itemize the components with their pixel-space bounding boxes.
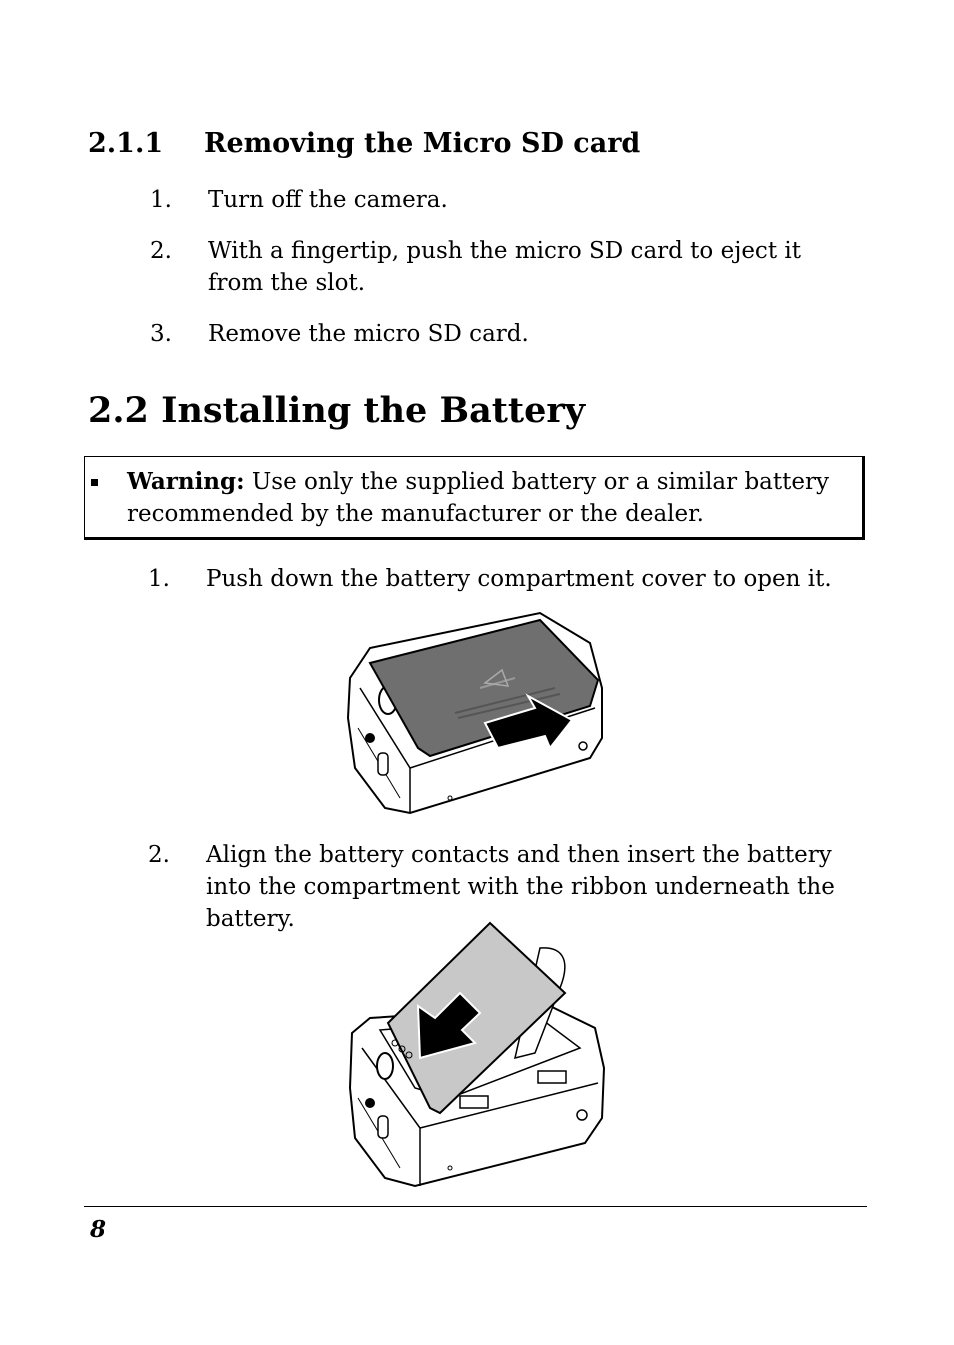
- step-number: 2.: [148, 842, 170, 868]
- step-number: 2.: [150, 238, 172, 264]
- battery-insert-illustration: [348, 921, 606, 1188]
- camera-cover-illustration: [346, 611, 603, 815]
- section-heading-2-2: 2.2 Installing the Battery: [88, 390, 586, 431]
- warning-text: Warning: Use only the supplied battery o…: [127, 466, 847, 530]
- step-text: With a fingertip, push the micro SD card…: [208, 238, 801, 296]
- step-text: Align the battery contacts and then inse…: [206, 842, 835, 932]
- list-item: 2. Align the battery contacts and then i…: [148, 839, 868, 932]
- list-item: 3. Remove the micro SD card.: [150, 318, 870, 350]
- warning-body: Use only the supplied battery or a simil…: [127, 469, 829, 527]
- warning-box: Warning: Use only the supplied battery o…: [84, 456, 865, 540]
- list-item: 1. Turn off the camera.: [150, 184, 870, 216]
- step-text: Push down the battery compartment cover …: [206, 566, 832, 592]
- step-text: Turn off the camera.: [208, 187, 448, 213]
- step-number: 1.: [150, 187, 172, 213]
- bullet-icon: [91, 479, 98, 486]
- warning-label: Warning:: [127, 468, 245, 495]
- step-number: 1.: [148, 566, 170, 592]
- step-number: 3.: [150, 321, 172, 347]
- list-item: 2. With a fingertip, push the micro SD c…: [150, 235, 870, 299]
- section-title: Removing the Micro SD card: [204, 128, 641, 159]
- footer-divider: [84, 1206, 867, 1207]
- section-number: 2.1.1: [88, 128, 164, 159]
- step-text: Remove the micro SD card.: [208, 321, 529, 347]
- page-number: 8: [90, 1216, 107, 1243]
- list-item: 1. Push down the battery compartment cov…: [148, 563, 868, 595]
